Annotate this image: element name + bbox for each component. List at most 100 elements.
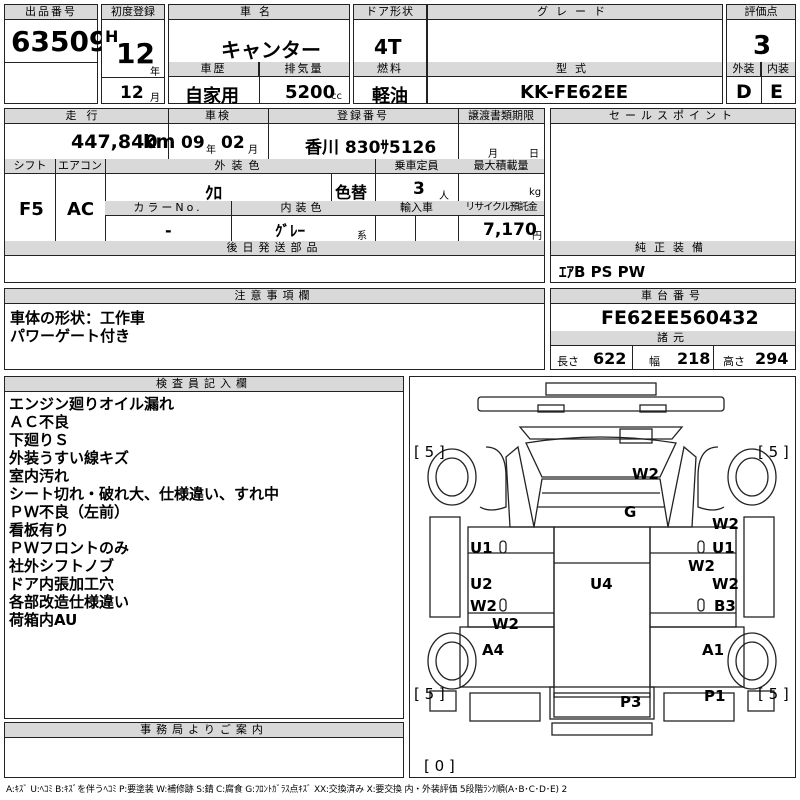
inspection-label: 車検 [168,109,268,124]
transfer-day-unit: 日 [529,149,539,160]
insp-year-unit: 年 [206,145,216,156]
displacement-unit: cc [331,91,342,102]
notice-line: パワーゲート付き [10,327,131,345]
equipment: ｴｱB PS PW [559,263,646,281]
chassis-number: FE62EE560432 [601,307,759,329]
height: 294 [755,349,789,368]
color-no-label: カラーNo. [105,201,231,216]
damage-mark: G [624,503,637,521]
transfer-month-unit: 月 [488,149,498,160]
damage-mark: W2 [712,515,739,533]
chassis-label: 車台番号 [551,289,795,304]
inspector-note: 外装うすい線キズ [9,449,130,467]
spare-tire: [ 0 ] [424,757,455,775]
import-label: 輸入車 [375,201,458,216]
capacity-unit: 人 [439,191,449,202]
inspector-note: 社外シフトノブ [9,557,115,575]
damage-mark: W2 [492,615,519,633]
plate-label: 登録番号 [268,109,458,124]
sales-label: セールスポイント [551,109,795,124]
inspector-note: 下廻りＳ [9,431,70,449]
insp-month-unit: 月 [248,145,258,156]
fuel: 軽油 [372,86,408,107]
mileage-label: 走行 [5,109,168,124]
sales-box: セールスポイント 純正装備 ｴｱB PS PW [550,108,796,283]
grade-label: グレード [428,5,722,20]
damage-mark: P1 [704,687,726,705]
notice-label: 注意事項欄 [5,289,544,304]
score: 3 [753,31,772,61]
exterior-label: 外装 [727,62,761,77]
lot-box: 出品番号 63509 [4,4,108,104]
length-label: 長さ [557,355,579,368]
height-label: 高さ [723,355,745,368]
inspector-note: 各部改造仕様違い [9,593,130,611]
model-label: 型式 [428,62,722,77]
inspector-note: エンジン廻りオイル漏れ [9,395,175,413]
color-change: 色替 [335,183,368,202]
mileage: 447,840 [71,131,158,153]
damage-diagram: [ 5 ] [ 5 ] [ 5 ] [ 5 ] [ 0 ] W2 G W2 U1… [409,376,796,778]
color-label: 外装色 [105,159,375,174]
displacement: 5200 [285,82,336,103]
capacity-label: 乗車定員 [375,159,458,174]
equipment-label: 純正装備 [551,241,795,256]
history: 自家用 [185,86,239,107]
damage-mark: W2 [688,557,715,575]
load-label: 最大積載量 [458,159,544,174]
damage-mark: W2 [470,597,497,615]
exterior-color: ｸﾛ [205,184,222,204]
inspection-month: 02 [221,133,245,153]
chassis-box: 車台番号 FE62EE560432 諸元 長さ 622 幅 218 高さ 294 [550,288,796,370]
notice-line: 車体の形状：工作車 [10,309,146,327]
car-name: キャンター [221,38,321,62]
damage-mark: U2 [470,575,493,593]
damage-mark: U1 [712,539,735,557]
interior-color: ｸﾞﾚｰ [275,222,306,240]
damage-mark: P3 [620,693,642,711]
tire-front-right: [ 5 ] [758,443,789,461]
lot-label: 出品番号 [5,5,97,20]
damage-mark: W2 [712,575,739,593]
mileage-unit: km [143,131,176,153]
damage-mark: U4 [590,575,613,593]
inspector-note: 荷箱内AU [9,611,78,629]
tire-front-left: [ 5 ] [414,443,445,461]
recycle: 7,170 [483,220,537,240]
inspector-note: 看板有り [9,521,70,539]
legend: A:ｷｽﾞ U:ﾍｺﾐ B:ｷｽﾞを伴うﾍｺﾐ P:要塗装 W:補修跡 S:錆 … [6,785,567,795]
first-reg-year: 12 [116,37,155,70]
tire-rear-right: [ 5 ] [758,685,789,703]
length: 622 [593,349,627,368]
width: 218 [677,349,711,368]
capacity: 3 [413,179,425,199]
displacement-label: 排気量 [259,62,349,77]
office-label: 事務局よりご案内 [5,723,403,738]
score-box: 評価点 3 外装 内装 D E [726,4,796,104]
door-type: 4T [374,35,402,59]
car-name-box: 車名 キャンター 車歴 排気量 自家用 5200 cc [168,4,350,107]
inspector-note: ＡＣ不良 [9,413,70,431]
inspector-label: 検査員記入欄 [5,377,403,392]
fuel-label: 燃料 [354,62,426,77]
damage-mark: A4 [482,641,505,659]
notice-box: 注意事項欄 車体の形状：工作車 パワーゲート付き [4,288,545,370]
tire-rear-left: [ 5 ] [414,685,445,703]
recycle-label: リサイクル預託金 [458,201,544,216]
color-no: - [165,221,172,240]
shift: F5 [19,199,44,220]
shift-label: シフト [5,159,55,174]
width-label: 幅 [649,355,660,368]
ac-label: エアコン [55,159,105,174]
damage-mark: B3 [714,597,736,615]
interior-grade: E [770,81,783,103]
damage-mark: W2 [632,465,659,483]
inspector-notes: エンジン廻りオイル漏れ ＡＣ不良 下廻りＳ 外装うすい線キズ 室内汚れ シート切… [9,395,279,629]
inspector-note: シート切れ・破れ大、仕様違い、すれ中 [9,485,280,503]
first-reg-month: 12 [120,83,144,103]
model: KK-FE62EE [520,82,629,103]
score-label: 評価点 [727,5,795,20]
month-unit: 月 [150,93,160,104]
spec-label: 諸元 [551,331,795,346]
first-reg-box: 初度登録 H 12 年 12 月 [101,4,165,104]
